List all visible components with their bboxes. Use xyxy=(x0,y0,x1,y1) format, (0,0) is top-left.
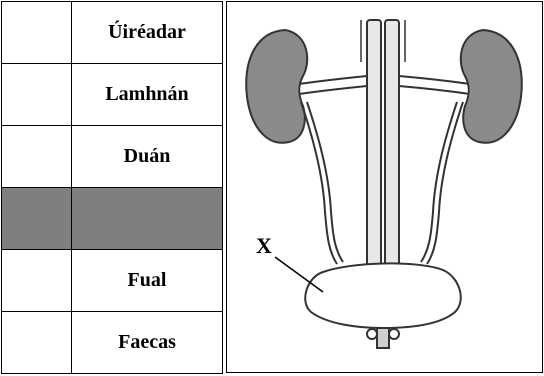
urinary-system-illustration xyxy=(227,2,542,372)
answer-cell xyxy=(2,312,72,374)
table-row: Úiréadar xyxy=(2,2,223,64)
answer-cell xyxy=(2,126,72,188)
answer-cell xyxy=(2,64,72,126)
central-vessels xyxy=(361,20,405,270)
table-row: Lamhnán xyxy=(2,64,223,126)
table-row: Faecas xyxy=(2,312,223,374)
table-row: Duán xyxy=(2,126,223,188)
answer-cell xyxy=(2,2,72,64)
pointer-line xyxy=(275,257,323,292)
term-cell-kidney: Duán xyxy=(72,126,223,188)
table-row: Fual xyxy=(2,250,223,312)
kidney-left xyxy=(246,30,307,143)
table-row-shaded xyxy=(2,188,223,250)
urethra xyxy=(367,328,399,348)
term-cell-bladder: Lamhnán xyxy=(72,64,223,126)
kidney-right xyxy=(461,30,522,143)
bladder xyxy=(305,263,461,328)
label-table: Úiréadar Lamhnán Duán Fual Faecas xyxy=(1,1,223,374)
shaded-cell xyxy=(72,188,223,250)
shaded-cell xyxy=(2,188,72,250)
term-cell-urine: Fual xyxy=(72,250,223,312)
urinary-system-diagram xyxy=(226,1,543,373)
term-cell-ureter: Úiréadar xyxy=(72,2,223,64)
answer-cell xyxy=(2,250,72,312)
term-cell-faeces: Faecas xyxy=(72,312,223,374)
pointer-label: X xyxy=(256,233,272,259)
